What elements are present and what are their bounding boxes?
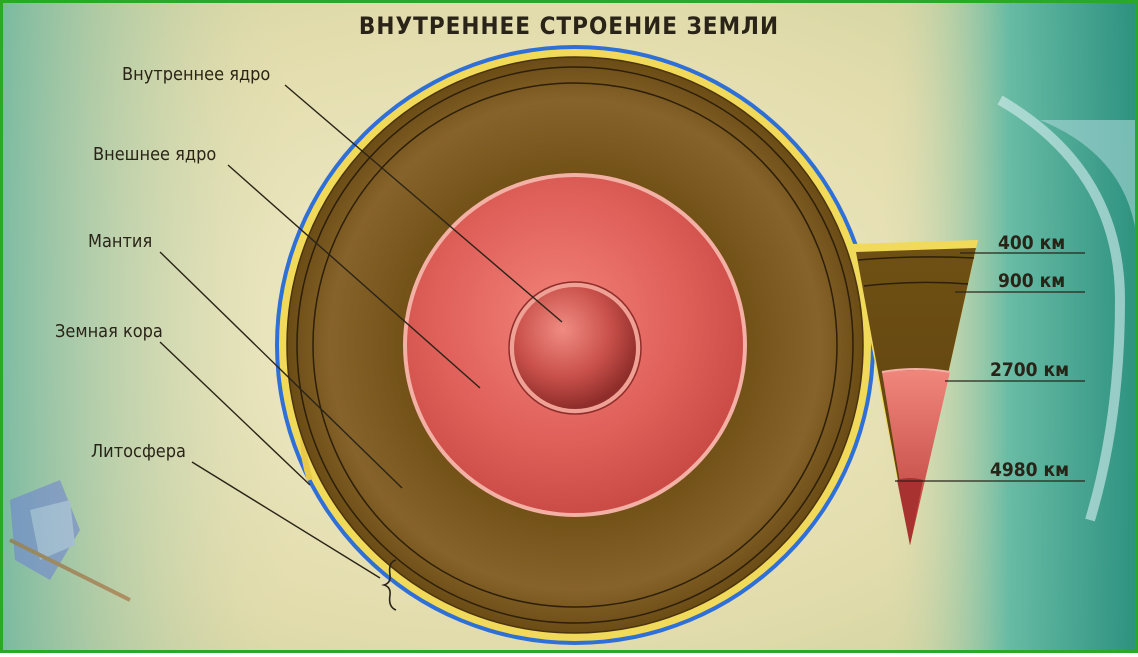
depth-label-4980: 4980 км <box>990 459 1069 481</box>
label-outer-core: Внешнее ядро <box>93 144 216 165</box>
title: ВНУТРЕННЕЕ СТРОЕНИЕ ЗЕМЛИ <box>359 12 779 40</box>
depth-label-2700: 2700 км <box>990 359 1069 381</box>
earth-globe <box>275 45 875 645</box>
label-crust: Земная кора <box>55 321 163 342</box>
label-inner-core: Внутреннее ядро <box>122 64 270 85</box>
label-lithosphere: Литосфера <box>91 441 186 462</box>
depth-label-900: 900 км <box>998 270 1065 292</box>
label-mantle: Мантия <box>88 231 152 252</box>
depth-label-400: 400 км <box>998 232 1065 254</box>
inner-core <box>514 287 636 409</box>
